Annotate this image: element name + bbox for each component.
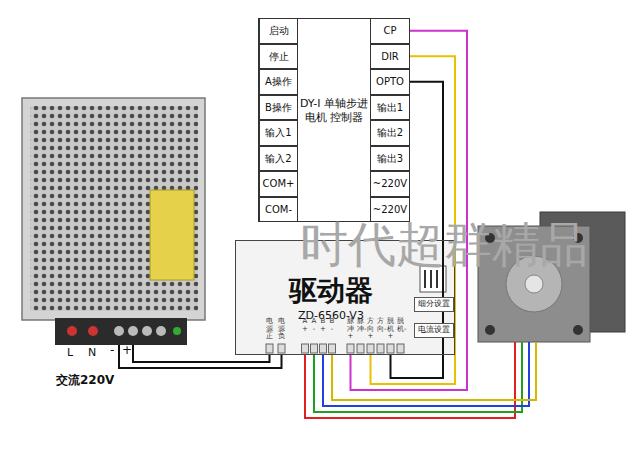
illustration-part — [142, 326, 152, 336]
pin-label: 电源正 — [266, 318, 273, 341]
terminal-cell: 输入1 — [259, 120, 298, 146]
pin-label: 方向- — [377, 318, 384, 333]
terminal-cell: CP — [370, 18, 410, 44]
terminal-cell: COM- — [259, 197, 298, 223]
terminal-cell: ~220V — [370, 171, 410, 197]
illustration-part — [156, 326, 166, 336]
node-text: 停止 — [269, 51, 289, 62]
terminal-cell: 输出3 — [370, 146, 410, 172]
terminal-label: + — [122, 344, 132, 357]
node-text: CP — [383, 25, 396, 36]
setting-box: 细分设置 — [414, 297, 454, 312]
pin-label: 电源负 — [278, 318, 285, 341]
terminal-cell: 停止 — [259, 44, 298, 70]
illustration-part — [436, 270, 438, 288]
controller-box: DY-I 单轴步进电机 控制器 启动停止 A操作 B操作输入1 输入2COM+ COM- C… — [258, 18, 410, 222]
illustration-part — [173, 327, 181, 335]
power-supply — [22, 98, 205, 345]
illustration-part — [424, 270, 426, 288]
terminal-cell: B操作 — [259, 95, 298, 121]
node-text: OPTO — [376, 76, 404, 87]
illustration-part — [55, 318, 187, 345]
node-text: DY-I 单轴步进电机 控制器 — [299, 97, 369, 125]
illustration-part — [377, 344, 384, 353]
pin-label: B+ — [320, 318, 327, 333]
pin-label: 脱机- — [397, 318, 404, 333]
illustration-part — [347, 344, 354, 353]
node-text: DIR — [381, 51, 399, 62]
terminal-cell: DIR — [370, 44, 410, 70]
illustration-part — [329, 344, 336, 353]
illustration-part — [150, 190, 194, 280]
illustration-part — [485, 325, 495, 335]
illustration-part — [332, 342, 536, 400]
pin-label: 脉冲- — [357, 318, 364, 333]
pin-label: 脱机+ — [387, 318, 394, 341]
pin-label: 脉冲+ — [347, 318, 354, 341]
node-text: 输出2 — [377, 127, 403, 138]
terminal-cell: A操作 — [259, 69, 298, 95]
node-text: 驱动器 — [266, 273, 396, 308]
terminal-cell: 启动 — [259, 18, 298, 44]
watermark: 时代超群精品 — [300, 220, 588, 268]
node-text: 输出3 — [377, 153, 403, 164]
illustration-part — [367, 344, 374, 353]
illustration-part — [67, 326, 77, 336]
illustration-part — [22, 98, 205, 320]
node-text: A操作 — [265, 76, 292, 87]
terminal-cell: 输出2 — [370, 120, 410, 146]
terminal-cell: OPTO — [370, 69, 410, 95]
illustration-part — [387, 344, 394, 353]
illustration-part — [323, 342, 529, 406]
illustration-part — [128, 326, 138, 336]
illustration-part — [30, 106, 198, 311]
node-text: ~220V — [373, 178, 407, 189]
node-text: ~220V — [373, 204, 407, 215]
pin-label: 方向+ — [367, 318, 374, 341]
node-text: COM+ — [263, 178, 295, 189]
illustration-part — [311, 344, 318, 353]
terminal-label: - — [110, 344, 114, 357]
illustration-part — [114, 326, 124, 336]
node-text: COM- — [265, 204, 292, 215]
illustration-part — [357, 344, 364, 353]
illustration-part — [266, 344, 273, 353]
node-text: 细分设置 — [418, 300, 450, 309]
node-text: 输出1 — [377, 102, 403, 113]
illustration-part — [88, 326, 98, 336]
terminal-cell: 输入2 — [259, 146, 298, 172]
illustration-part — [573, 325, 583, 335]
terminal-label: N — [88, 347, 96, 359]
node-text: 输入2 — [265, 153, 291, 164]
illustration-part — [302, 344, 309, 353]
node-text: 启动 — [269, 25, 289, 36]
illustration-part — [525, 275, 543, 293]
pin-label: B- — [329, 318, 336, 333]
terminal-label: L — [67, 347, 73, 359]
node-text: 输入1 — [265, 127, 291, 138]
illustration-part — [430, 270, 432, 288]
terminal-cell: COM+ — [259, 171, 298, 197]
node-text: 电流设置 — [418, 326, 450, 335]
illustration-part — [320, 344, 327, 353]
setting-box: 电流设置 — [414, 323, 454, 338]
terminal-cell: ~220V — [370, 197, 410, 223]
pin-label: A+ — [302, 318, 309, 333]
pin-label: A- — [311, 318, 318, 333]
terminal-label: 交流220V — [56, 374, 114, 387]
illustration-part — [397, 344, 404, 353]
node-text: B操作 — [265, 102, 292, 113]
terminal-cell: 输出1 — [370, 95, 410, 121]
illustration-part — [278, 344, 285, 353]
motor-wire — [305, 342, 536, 418]
